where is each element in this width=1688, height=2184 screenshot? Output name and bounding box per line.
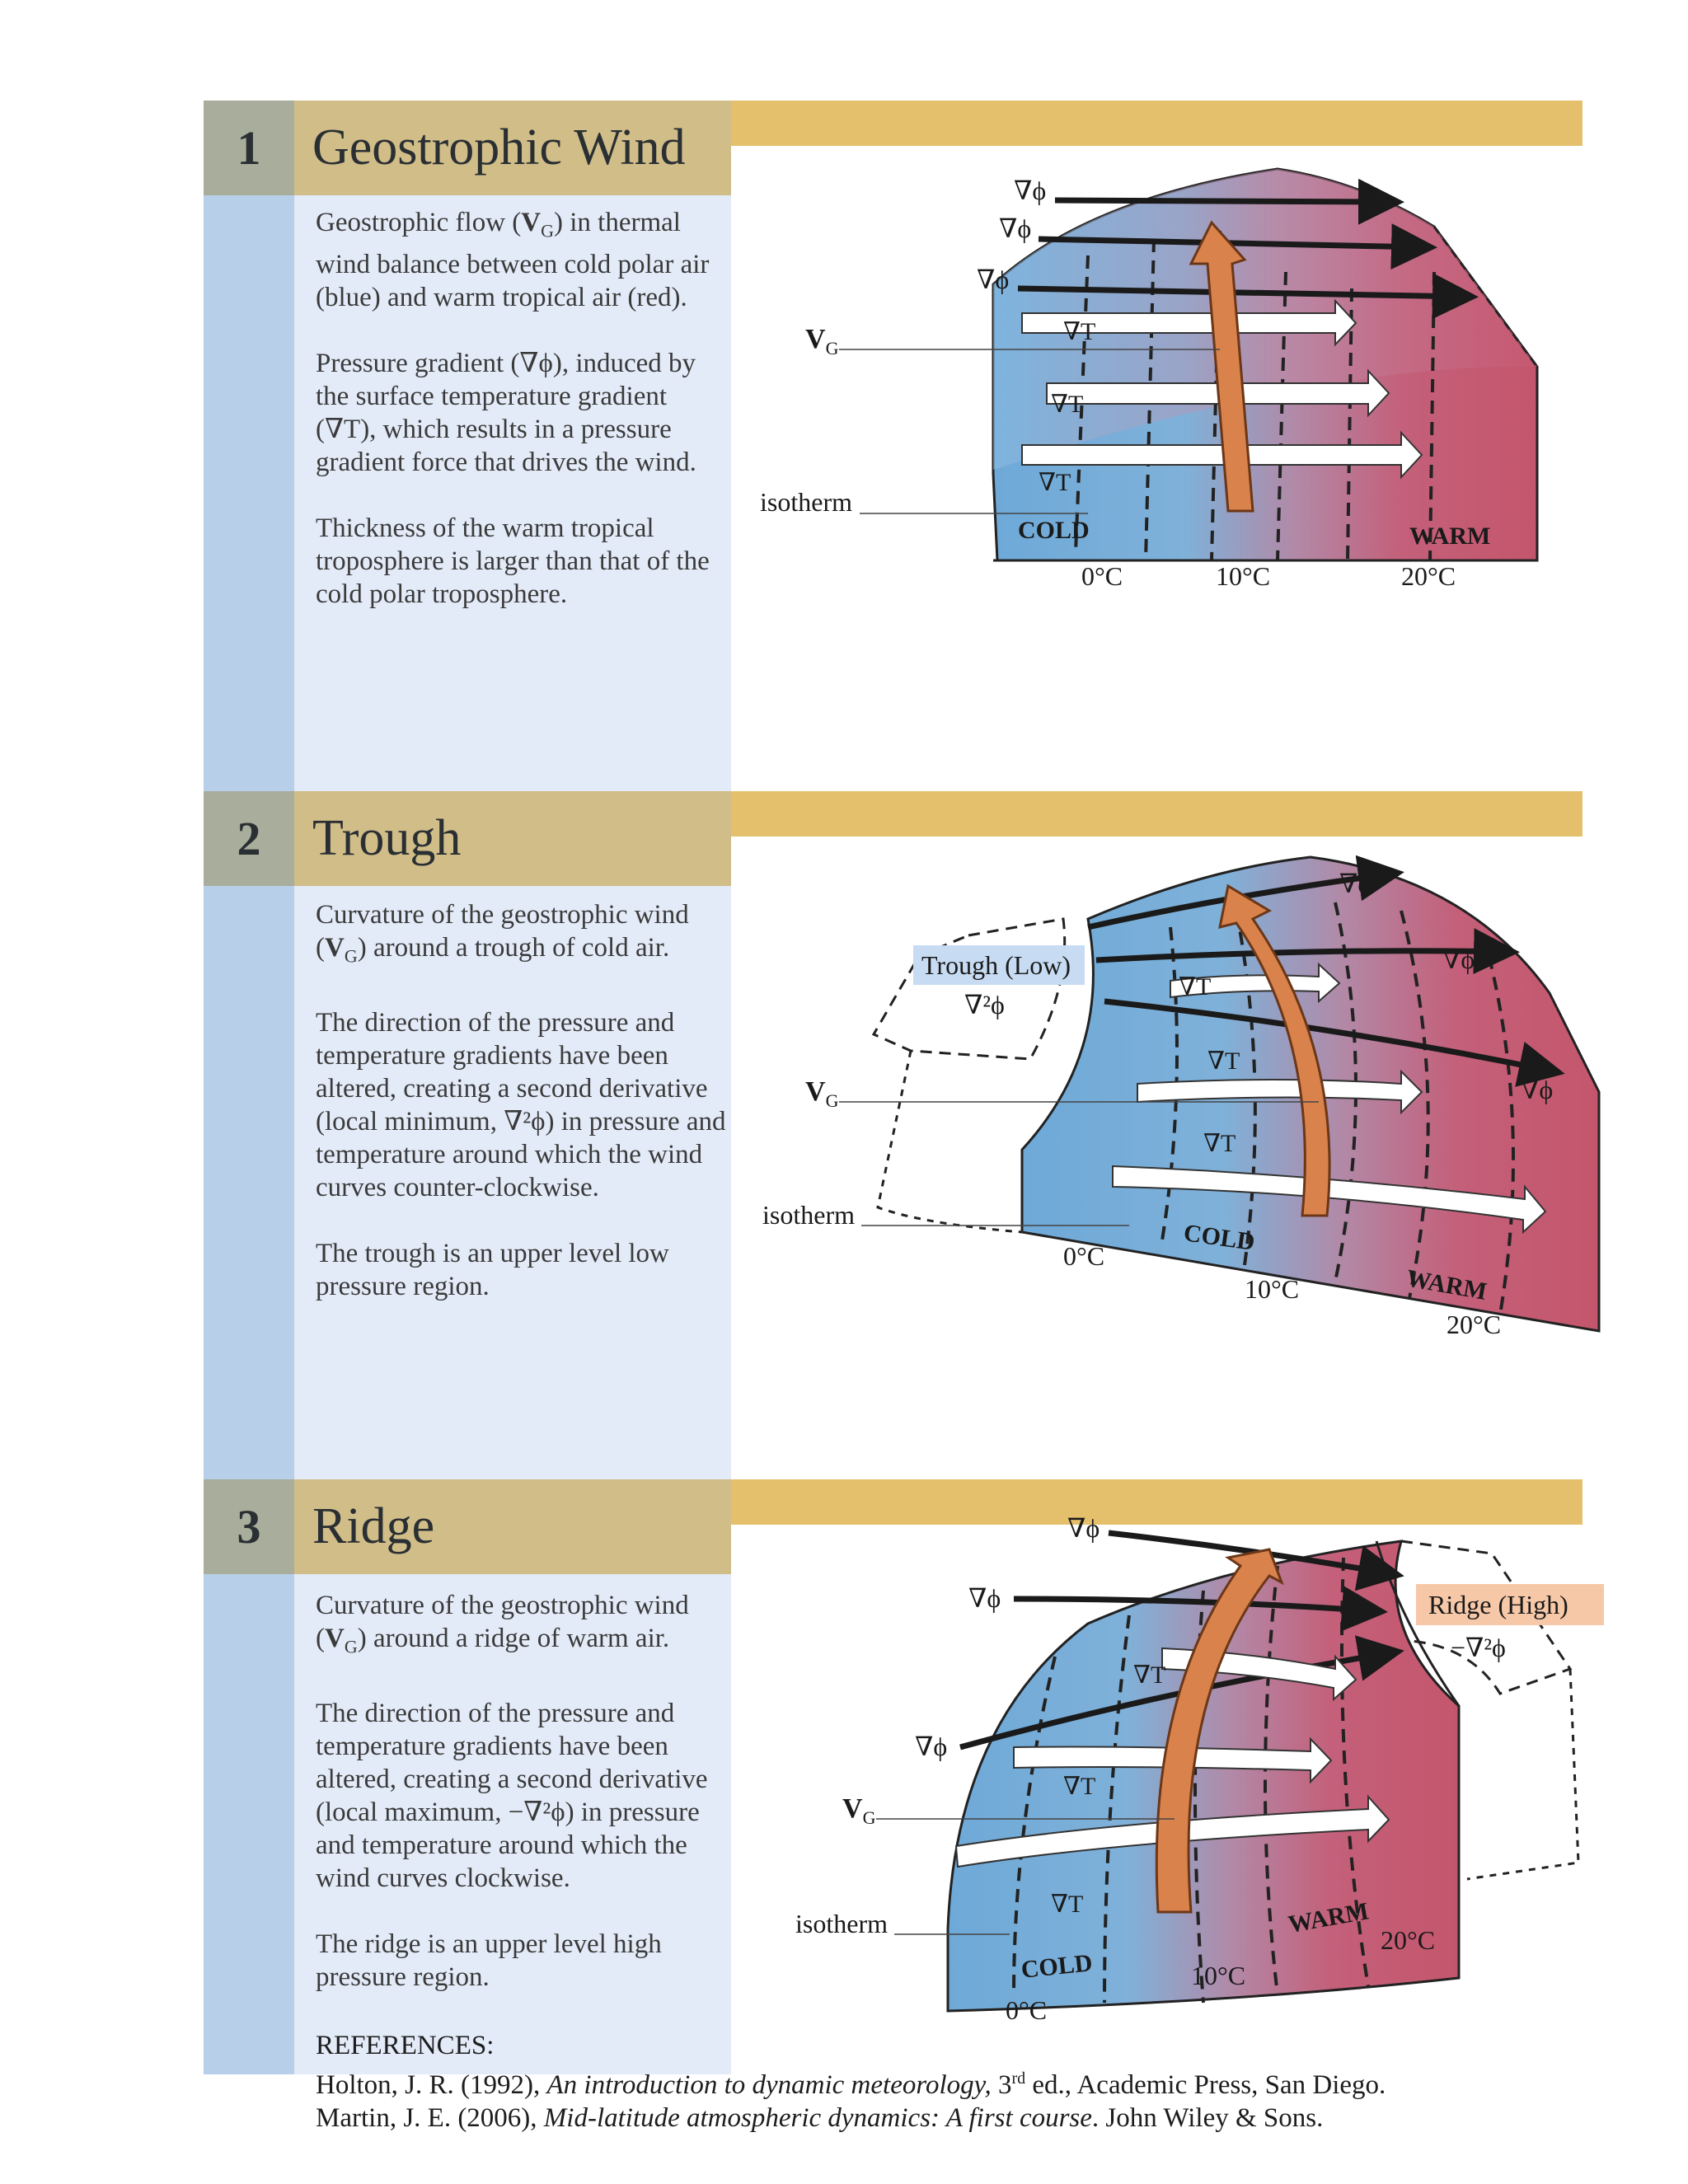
temp-10c-label: 10°C (1216, 561, 1270, 591)
geostrophic-wind-diagram: ∇ϕ ∇ϕ ∇ϕ ∇T ∇T ∇T VG isotherm COLD WARM … (742, 148, 1599, 610)
ridge-outline-lower (1467, 1669, 1578, 1879)
ridge-symbol: −∇²ϕ (1451, 1633, 1506, 1662)
grad-phi-label-3: ∇ϕ (1521, 1075, 1553, 1104)
isotherm-label: isotherm (762, 1200, 855, 1230)
isotherm-label: isotherm (760, 487, 852, 517)
number-column (204, 101, 294, 2074)
section-3-title: Ridge (294, 1479, 731, 1574)
trough-label: Trough (Low) (921, 950, 1071, 980)
temp-10c-label: 10°C (1191, 1961, 1245, 1990)
grad-t-label-1: ∇T (1063, 318, 1095, 345)
section-1-para-1: Geostrophic flow (VG) in thermal wind ba… (316, 206, 728, 314)
grad-t-label-1: ∇T (1133, 1661, 1165, 1689)
references: REFERENCES: Holton, J. R. (1992), An int… (316, 2029, 1386, 2135)
vg-label: VG (842, 1793, 876, 1828)
temp-20c-label: 20°C (1401, 561, 1456, 591)
grad-phi-label-3: ∇ϕ (915, 1732, 947, 1761)
temp-0c-label: 0°C (1063, 1241, 1104, 1271)
vg-label: VG (805, 324, 839, 359)
section-1-para-3: Thickness of the warm tropical troposphe… (316, 512, 728, 611)
grad-t-label-3: ∇T (1203, 1130, 1236, 1157)
temp-0c-label: 0°C (1006, 1995, 1047, 2025)
grad-phi-label-1: ∇ϕ (1067, 1513, 1100, 1543)
section-2-para-2: The direction of the pressure and temper… (316, 1006, 728, 1204)
reference-martin: Martin, J. E. (2006), Mid-latitude atmos… (316, 2102, 1386, 2135)
grad-phi-label-2: ∇ϕ (1442, 944, 1475, 974)
section-2-para-1: Curvature of the geostrophic wind (VG) a… (316, 898, 728, 973)
reference-holton: Holton, J. R. (1992), An introduction to… (316, 2062, 1386, 2102)
grad-t-label-1: ∇T (1179, 973, 1211, 1001)
trough-diagram: Trough (Low) ∇²ϕ ∇ϕ ∇ϕ ∇ϕ ∇T ∇T ∇T VG is… (742, 837, 1599, 1364)
grad-phi-label-2: ∇ϕ (968, 1583, 1001, 1613)
section-2-para-3: The trough is an upper level low pressur… (316, 1237, 728, 1303)
trough-symbol: ∇²ϕ (964, 990, 1005, 1019)
section-1-title: Geostrophic Wind (294, 101, 731, 195)
section-3-para-1: Curvature of the geostrophic wind (VG) a… (316, 1589, 728, 1664)
section-3-para-3: The ridge is an upper level high pressur… (316, 1928, 728, 1994)
section-2-header-bar (731, 791, 1582, 837)
section-1-description: Geostrophic flow (VG) in thermal wind ba… (316, 206, 728, 644)
grad-t-label-3: ∇T (1039, 469, 1071, 496)
temp-10c-label: 10°C (1245, 1274, 1299, 1304)
section-2-description: Curvature of the geostrophic wind (VG) a… (316, 898, 728, 1336)
warm-label: WARM (1409, 523, 1490, 550)
trough-outline-lower (878, 1051, 1022, 1232)
section-1-header-bar (731, 101, 1582, 146)
grad-t-label-2: ∇T (1207, 1047, 1240, 1075)
section-2-title: Trough (294, 791, 731, 886)
section-1-number: 1 (204, 101, 294, 195)
grad-t-label-2: ∇T (1063, 1773, 1095, 1800)
grad-t-label-3: ∇T (1051, 1891, 1083, 1918)
grad-phi-label-1: ∇ϕ (1339, 869, 1372, 898)
ridge-diagram: Ridge (High) −∇²ϕ ∇ϕ ∇ϕ ∇ϕ ∇T ∇T ∇T VG i… (742, 1516, 1599, 2044)
grad-phi-label-1: ∇ϕ (1014, 176, 1046, 205)
temp-20c-label: 20°C (1381, 1925, 1435, 1955)
vg-label: VG (805, 1076, 839, 1111)
grad-t-label-2: ∇T (1051, 391, 1083, 418)
trough-outline (874, 919, 1065, 1059)
section-3-para-2: The direction of the pressure and temper… (316, 1697, 728, 1895)
section-3-description: Curvature of the geostrophic wind (VG) a… (316, 1589, 728, 2027)
cold-label: COLD (1018, 517, 1090, 544)
section-1-para-2: Pressure gradient (∇ϕ), induced by the s… (316, 347, 728, 479)
grad-phi-label-2: ∇ϕ (999, 213, 1031, 243)
section-2-number: 2 (204, 791, 294, 886)
ridge-label: Ridge (High) (1428, 1590, 1568, 1619)
temp-0c-label: 0°C (1081, 561, 1123, 591)
grad-phi-label-3: ∇ϕ (977, 265, 1009, 294)
temp-20c-label: 20°C (1447, 1310, 1501, 1339)
isotherm-label: isotherm (795, 1909, 888, 1938)
section-3-number: 3 (204, 1479, 294, 1574)
